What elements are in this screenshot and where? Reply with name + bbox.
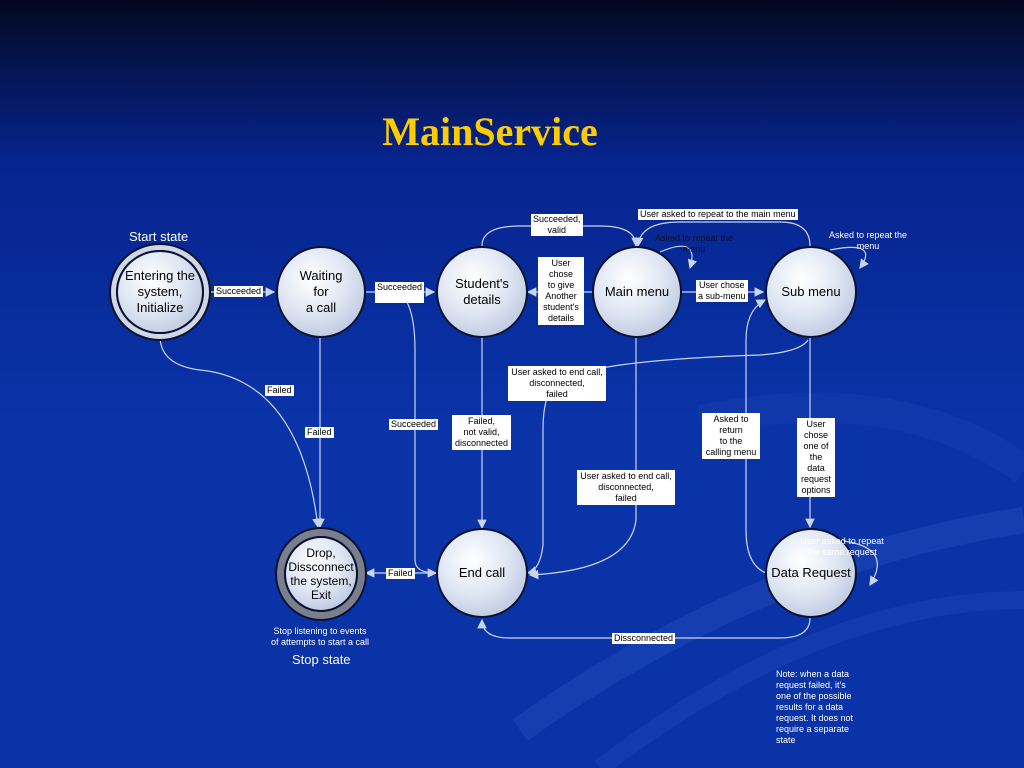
- arrow-main-self: [659, 245, 698, 270]
- state-end-label: End call: [458, 565, 506, 580]
- stop-note: Stop listening to events of attempts to …: [270, 626, 370, 647]
- state-drop: Drop, Dissconnect the system, Exit: [284, 536, 358, 612]
- start-state-caption: Start state: [129, 229, 189, 244]
- state-entering: Entering the system, Initialize: [116, 250, 204, 334]
- label-succeeded-3: Succeeded: [389, 419, 439, 430]
- state-entering-label: Entering the system, Initialize: [124, 268, 196, 315]
- label-disconnected: Dissconnected: [612, 633, 676, 644]
- stop-state-caption: Stop state: [292, 652, 351, 667]
- arrow-sub-self: [829, 246, 869, 269]
- state-data-request: Data Request: [765, 528, 857, 618]
- label-user-chose-another: User chose to give Another student's det…: [538, 257, 584, 325]
- label-repeat-main-top: User asked to repeat to the main menu: [638, 209, 798, 220]
- arrow-main-end: [528, 338, 637, 580]
- state-student-label: Student's details: [455, 276, 509, 307]
- label-end-call-2: User asked to end call, disconnected, fa…: [577, 470, 675, 505]
- state-main-label: Main menu: [604, 284, 670, 299]
- label-repeat-main-small: Asked to repeat the menu: [654, 233, 734, 254]
- state-student-details: Student's details: [436, 246, 528, 338]
- state-sub-label: Sub menu: [781, 284, 841, 299]
- state-data-label: Data Request: [771, 565, 851, 580]
- arrow-sub-main-top: [633, 221, 811, 248]
- state-drop-label: Drop, Dissconnect the system, Exit: [288, 546, 354, 602]
- state-sub-menu: Sub menu: [765, 246, 857, 338]
- state-main-menu: Main menu: [592, 246, 682, 338]
- label-return-calling: Asked to return to the calling menu: [702, 413, 760, 459]
- label-repeat-same: User asked to repeat the same request: [800, 536, 884, 557]
- state-waiting-label: Waiting for a call: [299, 268, 343, 315]
- label-succeeded-1: Succeeded: [214, 286, 264, 297]
- arrow-data-self: [834, 539, 879, 587]
- side-note: Note: when a data request failed, it's o…: [776, 669, 854, 745]
- state-end-call: End call: [436, 528, 528, 618]
- arrow-entering-drop: [159, 335, 322, 529]
- label-failed-notvalid: Failed, not valid, disconnected: [452, 415, 512, 450]
- label-failed-1: Failed: [265, 385, 294, 396]
- label-repeat-sub: Asked to repeat the menu: [828, 230, 908, 251]
- state-waiting: Waiting for a call: [276, 246, 366, 338]
- label-user-chose-sub: User chose a sub-menu: [696, 280, 748, 302]
- label-end-call-1: User asked to end call, disconnected, fa…: [508, 366, 606, 401]
- label-data-options: User chose one of the data request optio…: [797, 418, 835, 497]
- label-succeeded-2: Succeeded: [375, 282, 425, 303]
- slide-title: MainService: [382, 109, 598, 154]
- arrow-waiting-end: [394, 287, 438, 578]
- label-succeeded-valid: Succeeded, valid: [531, 214, 583, 236]
- label-failed-3: Failed: [386, 568, 415, 579]
- label-failed-2: Failed: [305, 427, 334, 438]
